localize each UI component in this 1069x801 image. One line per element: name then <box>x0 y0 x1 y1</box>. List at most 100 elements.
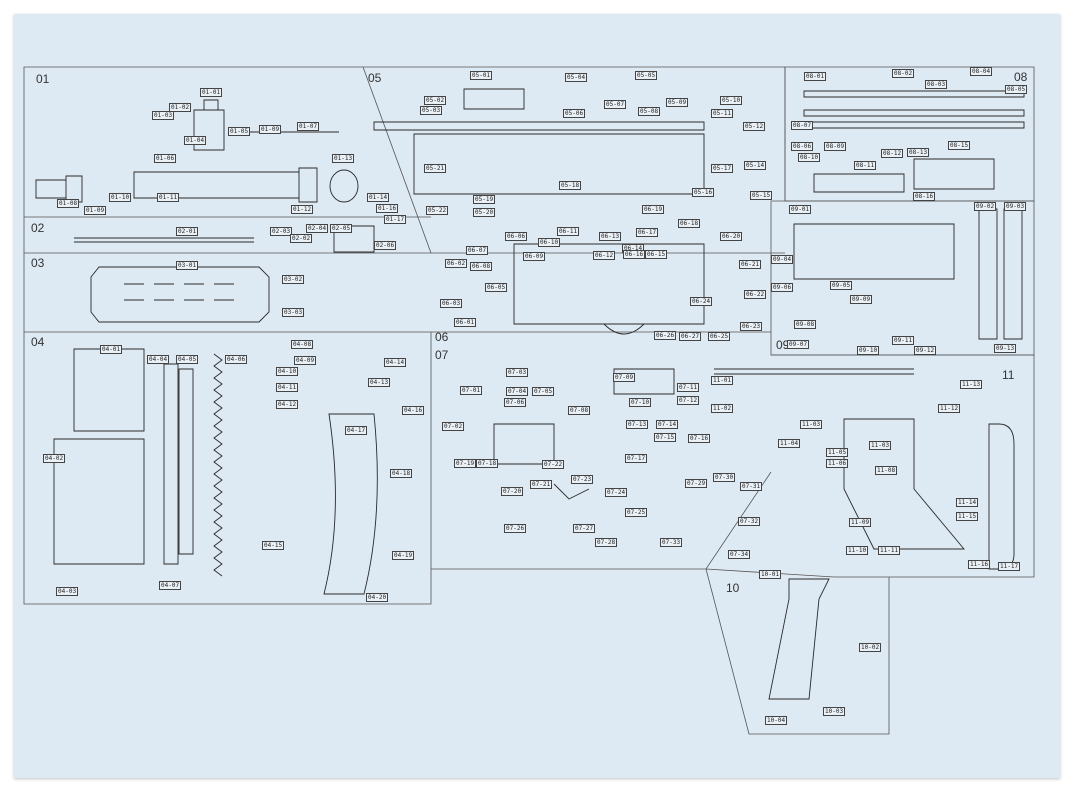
part-label: 04-09 <box>294 356 317 365</box>
part-label: 02-06 <box>374 241 397 250</box>
part-label: 01-16 <box>376 204 399 213</box>
part-label: 02-01 <box>176 227 199 236</box>
part-label: 11-09 <box>849 518 872 527</box>
part-label: 04-17 <box>345 426 368 435</box>
part-label: 06-24 <box>690 297 713 306</box>
part-label: 07-03 <box>506 368 529 377</box>
part-label: 07-17 <box>625 454 648 463</box>
part-label: 09-13 <box>994 344 1017 353</box>
section-number-07: 07 <box>435 348 449 362</box>
part-label: 04-18 <box>390 469 413 478</box>
part-label: 04-16 <box>402 406 425 415</box>
part-label: 05-20 <box>473 208 496 217</box>
part-label: 06-12 <box>593 251 616 260</box>
part-label: 10-02 <box>859 643 882 652</box>
part-label: 04-15 <box>262 541 285 550</box>
part-label: 05-05 <box>635 71 658 80</box>
part-label: 06-23 <box>740 322 763 331</box>
part-label: 05-02 <box>424 96 447 105</box>
part-label: 05-08 <box>638 107 661 116</box>
part-label: 11-13 <box>960 380 983 389</box>
part-label: 06-18 <box>678 219 701 228</box>
part-label: 06-11 <box>557 227 580 236</box>
handguard <box>90 266 270 323</box>
part-label: 07-05 <box>532 387 555 396</box>
part-label: 04-13 <box>368 378 391 387</box>
part-label: 06-01 <box>454 318 477 327</box>
part-label: 05-09 <box>666 98 689 107</box>
part-label: 08-12 <box>881 149 904 158</box>
part-label: 04-19 <box>392 551 415 560</box>
part-label: 09-03 <box>1004 202 1027 211</box>
part-label: 04-14 <box>384 358 407 367</box>
part-label: 05-04 <box>565 73 588 82</box>
part-label: 11-04 <box>778 439 801 448</box>
part-label: 05-19 <box>473 195 496 204</box>
upper-rail <box>373 121 705 131</box>
section-number-05: 05 <box>368 71 382 85</box>
part-label: 07-19 <box>454 459 477 468</box>
part-label: 07-06 <box>504 398 527 407</box>
part-label: 01-02 <box>169 103 192 112</box>
part-label: 01-09 <box>259 125 282 134</box>
part-label: 05-10 <box>720 96 743 105</box>
part-label: 08-06 <box>791 142 814 151</box>
part-label: 07-21 <box>530 480 553 489</box>
part-label: 08-09 <box>824 142 847 151</box>
part-label: 04-10 <box>276 367 299 376</box>
part-label: 01-14 <box>367 193 390 202</box>
part-label: 06-22 <box>744 290 767 299</box>
part-label: 07-11 <box>677 383 700 392</box>
part-label: 04-05 <box>176 355 199 364</box>
part-label: 07-20 <box>501 487 524 496</box>
part-label: 11-01 <box>711 376 734 385</box>
part-label: 07-32 <box>738 517 761 526</box>
part-label: 09-07 <box>787 340 810 349</box>
part-label: 06-16 <box>623 250 646 259</box>
magazine-body <box>53 438 145 565</box>
part-label: 07-12 <box>677 396 700 405</box>
part-label: 09-05 <box>830 281 853 290</box>
part-label: 06-17 <box>636 228 659 237</box>
part-label: 06-27 <box>679 332 702 341</box>
part-label: 03-03 <box>282 308 305 317</box>
barrel <box>133 167 318 203</box>
part-label: 07-25 <box>625 508 648 517</box>
part-label: 11-15 <box>956 512 979 521</box>
part-label: 03-02 <box>282 275 305 284</box>
section-number-03: 03 <box>31 256 45 270</box>
part-label: 11-12 <box>938 404 961 413</box>
gas-piston <box>333 225 375 253</box>
part-label: 05-21 <box>424 164 447 173</box>
bolt-carrier <box>803 90 1025 129</box>
part-label: 07-10 <box>629 398 652 407</box>
part-label: 07-28 <box>595 538 618 547</box>
part-label: 05-17 <box>711 164 734 173</box>
part-label: 01-01 <box>200 88 223 97</box>
part-label: 07-02 <box>442 422 465 431</box>
part-label: 02-04 <box>306 224 329 233</box>
part-label: 05-01 <box>470 71 493 80</box>
part-label: 11-08 <box>875 466 898 475</box>
part-label: 01-12 <box>291 205 314 214</box>
part-label: 10-01 <box>759 570 782 579</box>
part-label: 06-21 <box>739 260 762 269</box>
magazine-follower-tube <box>163 363 194 565</box>
part-label: 07-08 <box>568 406 591 415</box>
part-label: 05-15 <box>750 191 773 200</box>
part-label: 05-18 <box>559 181 582 190</box>
part-label: 06-09 <box>523 252 546 261</box>
part-label: 07-16 <box>688 434 711 443</box>
butt-pad <box>988 423 1015 570</box>
part-label: 11-10 <box>846 546 869 555</box>
stock-body <box>843 418 965 550</box>
part-label: 07-01 <box>460 386 483 395</box>
part-label: 05-07 <box>604 100 627 109</box>
part-label: 11-03 <box>869 441 892 450</box>
part-label: 11-03 <box>800 420 823 429</box>
part-label: 06-06 <box>505 232 528 241</box>
part-label: 05-14 <box>744 161 767 170</box>
part-label: 01-04 <box>184 136 207 145</box>
trigger-group <box>493 368 675 465</box>
section-number-02: 02 <box>31 221 45 235</box>
